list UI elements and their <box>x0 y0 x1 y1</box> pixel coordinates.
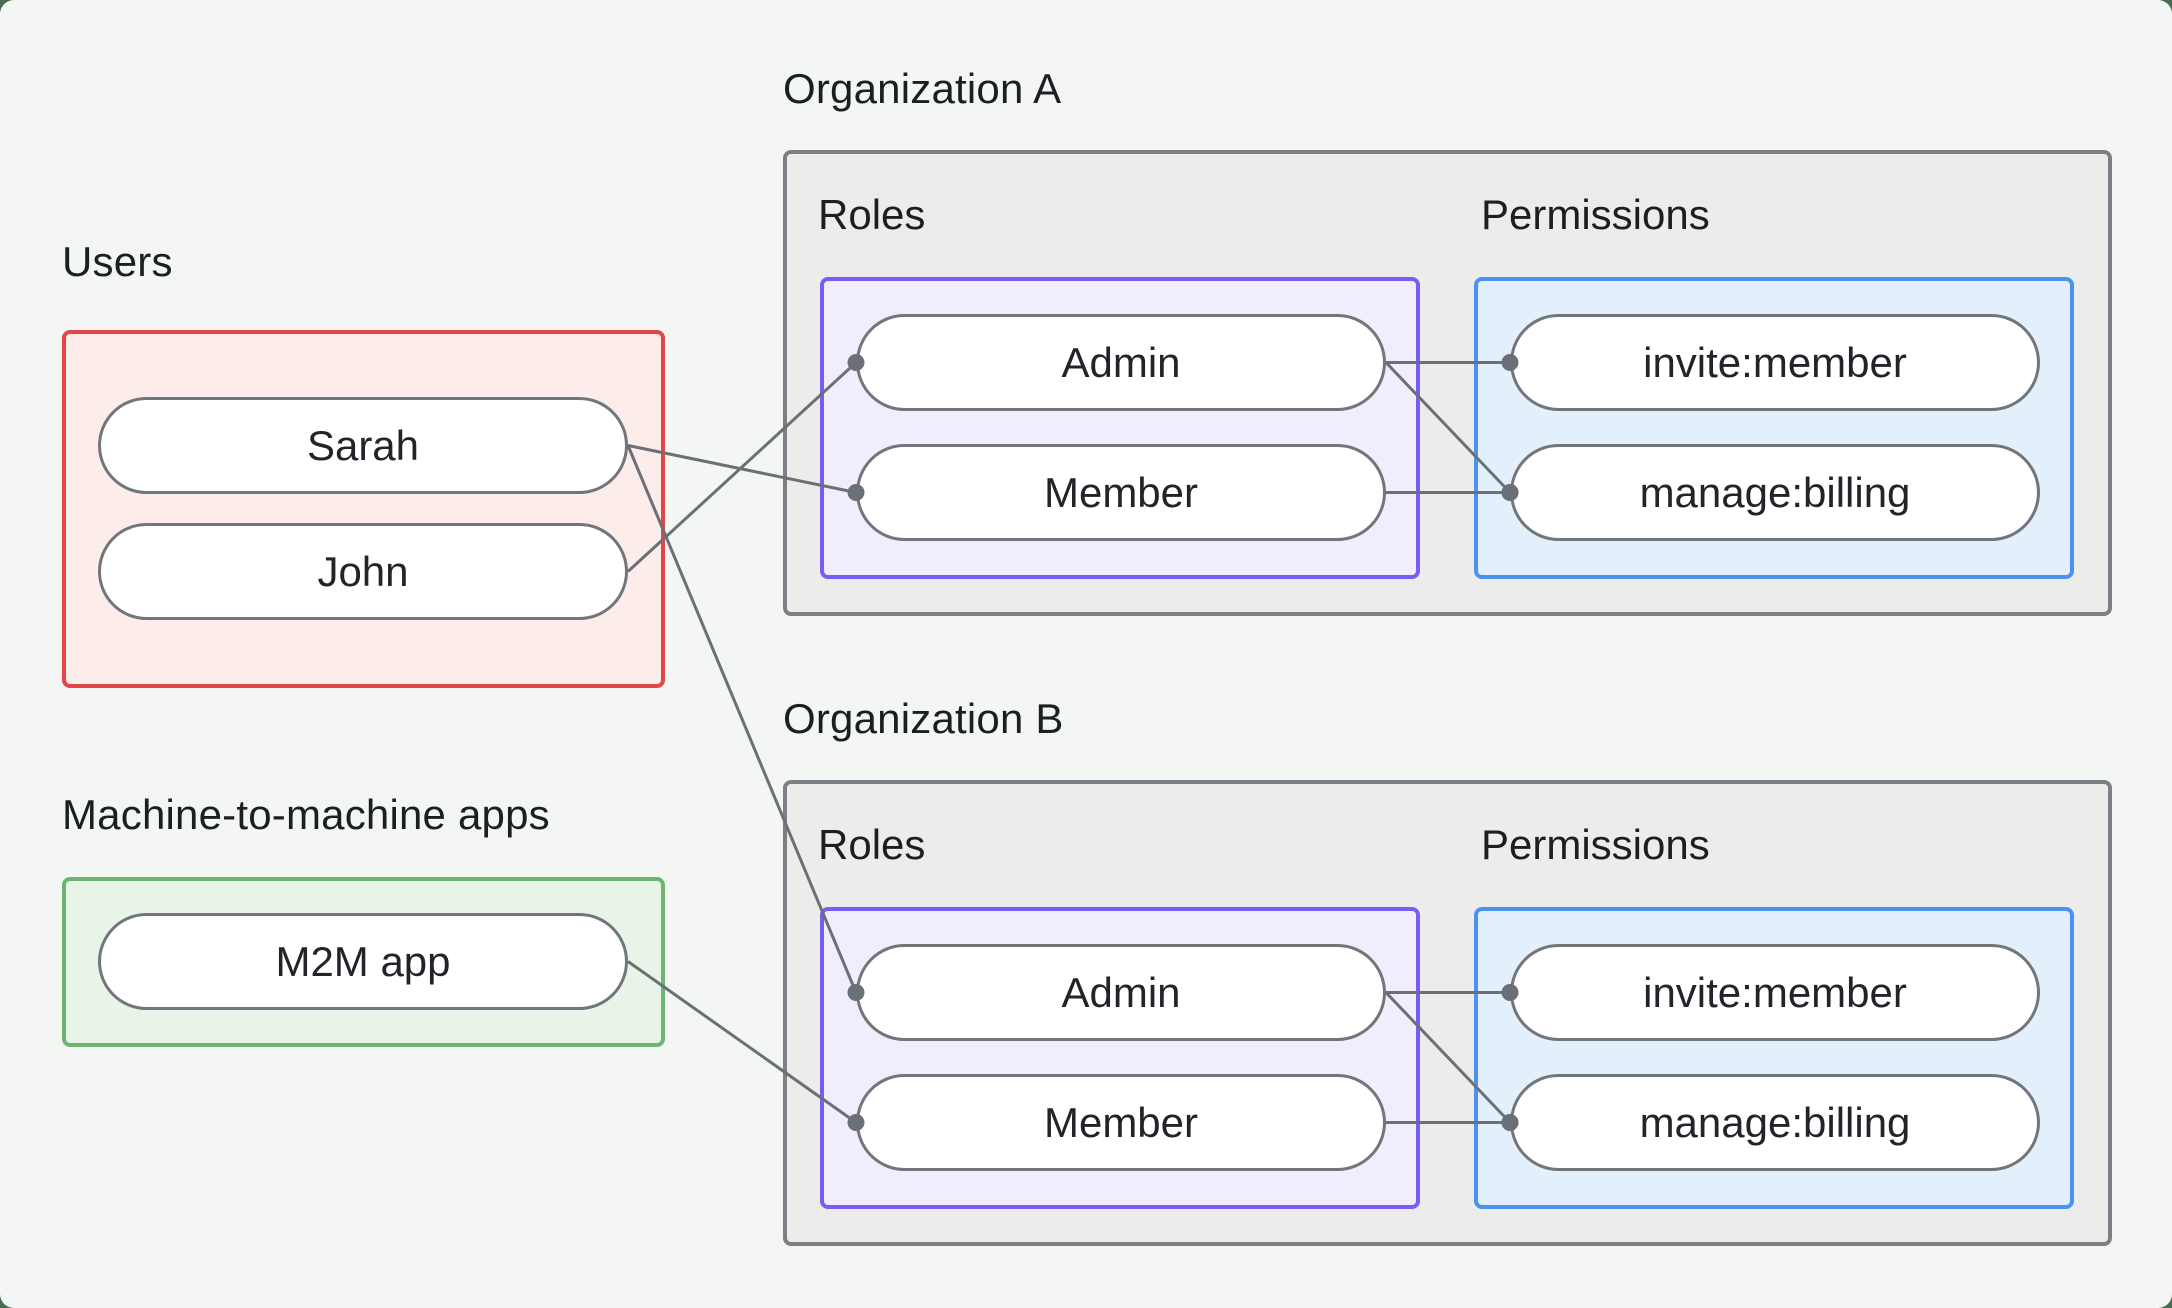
role-node-label: Admin <box>1061 338 1181 386</box>
m2m-node-pill: M2M app <box>98 913 628 1010</box>
m2m-group-box: M2M app <box>62 877 665 1047</box>
org-b-title: Organization B <box>783 695 1064 742</box>
org-a-roles-label: Roles <box>818 191 926 238</box>
org-b-permissions-label: Permissions <box>1481 821 1710 868</box>
user-node-label: John <box>317 547 409 595</box>
org-b-panel: Roles Permissions Admin Member invite:me… <box>783 780 2112 1246</box>
org-a-panel: Roles Permissions Admin Member invite:me… <box>783 150 2112 616</box>
permission-node-label: invite:member <box>1643 338 1907 386</box>
role-node-label: Member <box>1043 468 1199 516</box>
m2m-group-label: Machine-to-machine apps <box>62 791 550 838</box>
m2m-node-label: M2M app <box>275 937 451 985</box>
permission-node-pill: manage:billing <box>1510 1074 2040 1171</box>
role-node-pill: Member <box>856 444 1386 541</box>
users-group-label: Users <box>62 238 173 285</box>
org-a-permissions-label: Permissions <box>1481 191 1710 238</box>
org-a-permissions-box: invite:member manage:billing <box>1474 277 2074 579</box>
org-b-roles-label: Roles <box>818 821 926 868</box>
role-node-label: Member <box>1043 1098 1199 1146</box>
permission-node-label: invite:member <box>1643 968 1907 1016</box>
role-node-pill: Admin <box>856 314 1386 411</box>
role-node-label: Admin <box>1061 968 1181 1016</box>
role-node-pill: Member <box>856 1074 1386 1171</box>
permission-node-label: manage:billing <box>1639 468 1911 516</box>
permission-node-pill: manage:billing <box>1510 444 2040 541</box>
org-b-roles-box: Admin Member <box>820 907 1420 1209</box>
permission-node-label: manage:billing <box>1639 1098 1911 1146</box>
user-node-pill: John <box>98 523 628 620</box>
user-node-label: Sarah <box>306 421 420 469</box>
user-node-pill: Sarah <box>98 397 628 494</box>
users-group-box: Sarah John <box>62 330 665 688</box>
permission-node-pill: invite:member <box>1510 944 2040 1041</box>
permission-node-pill: invite:member <box>1510 314 2040 411</box>
org-a-title: Organization A <box>783 65 1062 112</box>
role-node-pill: Admin <box>856 944 1386 1041</box>
org-b-permissions-box: invite:member manage:billing <box>1474 907 2074 1209</box>
org-a-roles-box: Admin Member <box>820 277 1420 579</box>
